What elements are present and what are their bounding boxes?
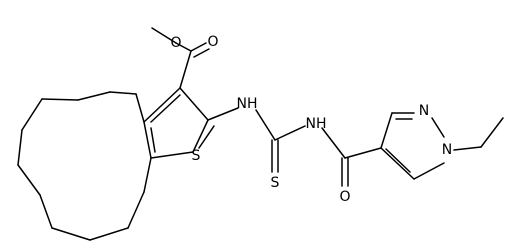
- atom-o-methoxy-label: O: [170, 35, 181, 51]
- atom-nh-acyl-label: NH: [306, 116, 327, 132]
- atom-n-pyrazole-ethyl: N: [442, 142, 452, 158]
- atom-nh-thiophene-label: NH: [237, 96, 258, 112]
- atom-o-methoxy: O: [170, 35, 181, 51]
- atom-o-carbonyl-label: O: [207, 34, 218, 50]
- atom-n-pyrazole-ethyl-label: N: [442, 142, 452, 158]
- bond-layer: [17, 27, 504, 241]
- atom-o-amide-label: O: [339, 189, 350, 205]
- atom-nh-acyl: NH: [306, 116, 327, 132]
- atom-s-ring-label: S: [192, 148, 201, 164]
- atom-n-pyrazole-ring: N: [419, 103, 429, 119]
- atom-n-pyrazole-ring-label: N: [419, 103, 429, 119]
- atom-nh-thiophene: NH: [237, 96, 258, 112]
- atom-s-thione: S: [271, 175, 280, 191]
- atom-o-amide: O: [339, 189, 350, 205]
- atom-o-carbonyl: O: [207, 34, 218, 50]
- atom-s-thione-label: S: [271, 175, 280, 191]
- atom-s-ring: S: [192, 148, 201, 164]
